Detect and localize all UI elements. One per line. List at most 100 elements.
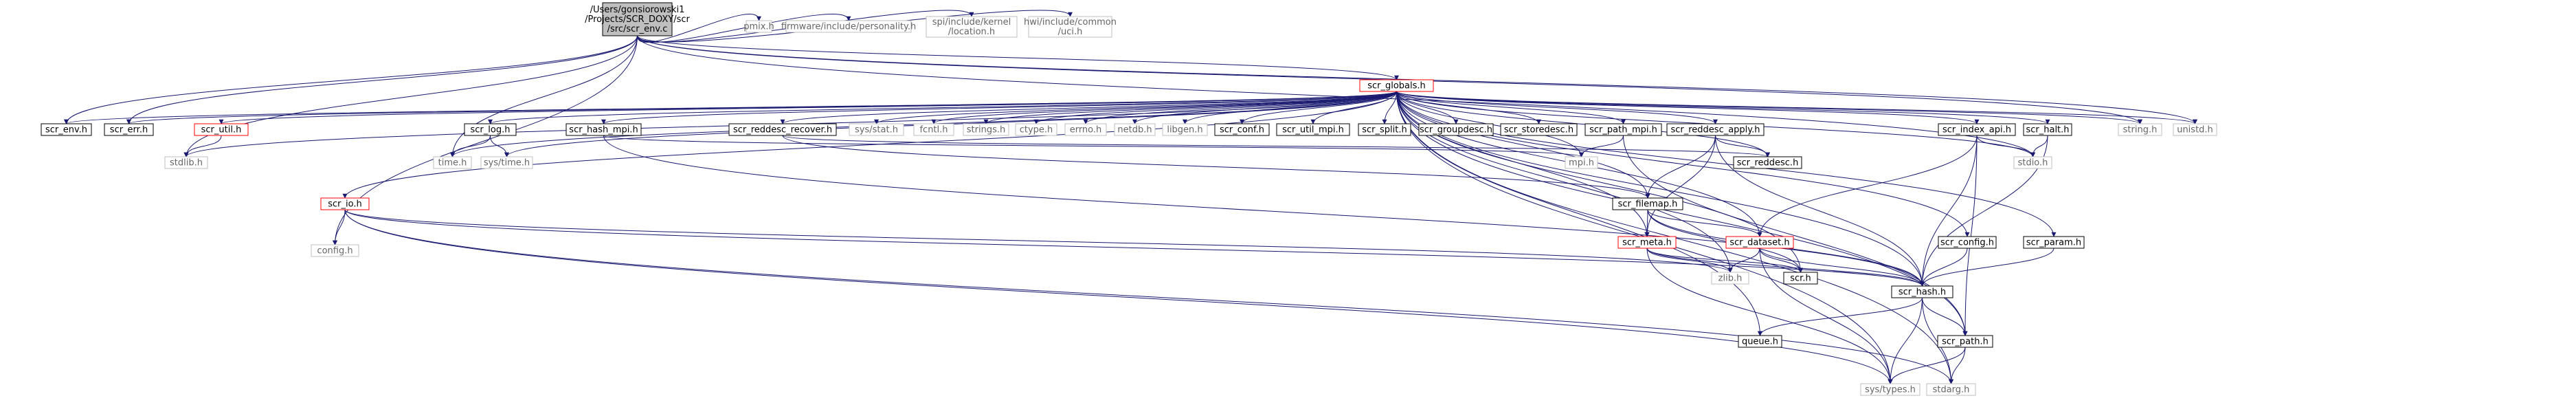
edge-scr_globals-to-scr_reddesc_apply_h [1396, 91, 1718, 124]
edge-scr_globals-to-scr_conf_h [1240, 91, 1397, 124]
node-label: mpi.h [1569, 158, 1594, 168]
node-label: ctype.h [1020, 125, 1053, 135]
node-label: /uci.h [1058, 27, 1083, 37]
edge-scr_index_api_h-to-scr_hash_h [1920, 135, 1978, 287]
node-stdio-h: stdio.h [2013, 156, 2052, 169]
edge-scr_io_h-to-zlib_h [344, 209, 1733, 273]
edge-scr_filemap_h-to-scr_dataset_h [1647, 209, 1762, 237]
node-scr-dataset-h[interactable]: scr_dataset.h [1725, 236, 1794, 249]
edge-scr_hash_mpi_h-to-mpi_h [603, 135, 1584, 157]
node-label: queue.h [1742, 337, 1778, 347]
edge-scr_globals-to-scr_hash_mpi_h [601, 91, 1397, 124]
node-scr-reddesc-apply-h[interactable]: scr_reddesc_apply.h [1666, 123, 1765, 136]
edge-scr_io_h-to-stdarg_h [344, 209, 1953, 384]
edge-scr_io_h-to-scr_hash_h [344, 209, 1925, 287]
node-label: /Projects/SCR_DOXY/scr [585, 14, 690, 25]
edge-scr_dataset_h-to-zlib_h [1727, 248, 1760, 273]
node-label: scr_util_mpi.h [1282, 125, 1344, 135]
node-config-h: config.h [311, 244, 359, 257]
edge-scr_globals-to-scr_util_h [219, 91, 1397, 124]
node-scr-io-h[interactable]: scr_io.h [320, 197, 370, 210]
node-scr-util-h[interactable]: scr_util.h [194, 123, 249, 136]
node-scr-storedesc-h[interactable]: scr_storedesc.h [1500, 123, 1578, 136]
node-errno: errno.h [1064, 123, 1107, 136]
node-time-h: time.h [433, 156, 472, 169]
node-string-h: string.h [2118, 123, 2162, 136]
node-scr-path-h[interactable]: scr_path.h [1937, 335, 1993, 348]
node-scr-hash-mpi-h[interactable]: scr_hash_mpi.h [565, 123, 642, 136]
edge-scr_util_h-to-stdlib_h [183, 135, 222, 157]
edge-scr_log_h-to-time_h [450, 135, 491, 157]
edges-layer [64, 10, 2197, 384]
node-label: scr_hash.h [1899, 287, 1946, 298]
edge-scr_path_h-to-stdarg_h [1949, 347, 1966, 384]
node-label: scr_filemap.h [1618, 199, 1678, 210]
node-label: scr_globals.h [1367, 81, 1426, 91]
node-scr-util-mpi-h[interactable]: scr_util_mpi.h [1276, 123, 1350, 136]
edge-scr_hash_h-to-scr_path_h [1922, 297, 1968, 336]
edge-scr_globals-to-scr_config_h [1396, 91, 1970, 237]
node-scr-conf-h[interactable]: scr_conf.h [1214, 123, 1270, 136]
node-label: scr_hash_mpi.h [569, 125, 638, 135]
node-label: errno.h [1070, 125, 1102, 135]
node-label: scr_conf.h [1220, 125, 1264, 135]
edge-scr_filemap_h-to-scr_meta_h [1644, 209, 1650, 237]
node-label: scr_split.h [1362, 125, 1407, 135]
node-scr-reddesc-h[interactable]: scr_reddesc.h [1733, 156, 1802, 169]
node-queue-h[interactable]: queue.h [1738, 335, 1782, 348]
node-scr-param-h[interactable]: scr_param.h [2023, 236, 2085, 249]
node-scr-filemap-h[interactable]: scr_filemap.h [1612, 197, 1683, 210]
node-scr-err-h[interactable]: scr_err.h [104, 123, 154, 136]
node-scr-config-h[interactable]: scr_config.h [1938, 236, 1997, 249]
node-scr-reddesc-recover-h[interactable]: scr_reddesc_recover.h [728, 123, 837, 136]
node-ctype: ctype.h [1015, 123, 1057, 136]
node-libgen: libgen.h [1162, 123, 1208, 136]
edge-scr_reddesc_recover_h-to-scr_reddesc_h [782, 135, 1770, 157]
node-unistd-h: unistd.h [2173, 123, 2217, 136]
edge-scr_hash_h-to-sys_types [1888, 297, 1923, 384]
node-hwi-uci: hwi/include/common/uci.h [1024, 16, 1117, 38]
node-label: sys/stat.h [855, 125, 898, 135]
node-stdlib-h: stdlib.h [164, 156, 208, 169]
edge-scr_dataset_h-to-sys_types [1759, 248, 1893, 384]
node-label: /src/scr_env.c [607, 24, 668, 34]
node-label: strings.h [967, 125, 1005, 135]
node-label: scr_path.h [1942, 337, 1989, 347]
edge-scr_globals-to-scr_param_h [1396, 91, 2057, 237]
edge-scr_dataset_h-to-scr_h [1759, 248, 1803, 273]
node-label: string.h [2123, 125, 2158, 135]
edge-scr_globals-to-scr_reddesc_recover_h [780, 91, 1397, 124]
node-label: /Users/gonsiorowski1 [590, 5, 685, 15]
edge-scr_io_h-to-config_h [333, 209, 346, 245]
node-scr-globals[interactable]: scr_globals.h [1359, 79, 1434, 92]
edge-scr_reddesc_apply_h-to-scr_filemap_h [1645, 135, 1716, 199]
node-label: zlib.h [1718, 274, 1743, 284]
edge-root-to-stdlib_h [183, 35, 638, 157]
edge-scr_meta_h-to-zlib_h [1646, 248, 1733, 273]
node-scr-index-api-h[interactable]: scr_index_api.h [1938, 123, 2016, 136]
edge-scr_dataset_h-to-scr_hash_h [1759, 248, 1925, 287]
edge-root-to-scr_globals [637, 35, 1399, 80]
node-mpi-h: mpi.h [1565, 156, 1598, 169]
node-label: scr_reddesc_recover.h [733, 125, 832, 135]
edge-scr_reddesc_apply_h-to-scr_meta_h [1644, 135, 1716, 237]
node-label: firmware/include/personality.h [781, 22, 917, 32]
node-root[interactable]: /Users/gonsiorowski1/Projects/SCR_DOXY/s… [585, 2, 691, 36]
edge-scr_reddesc_apply_h-to-scr_reddesc_h [1715, 135, 1770, 157]
node-scr-groupdesc-h[interactable]: scr_groupdesc.h [1418, 123, 1494, 136]
node-scr-split-h[interactable]: scr_split.h [1358, 123, 1411, 136]
node-scr-hash-h[interactable]: scr_hash.h [1891, 285, 1953, 298]
edge-scr_globals-to-unistd_h [1396, 91, 2197, 124]
node-scr-env-h[interactable]: scr_env.h [41, 123, 92, 136]
node-label: unistd.h [2177, 125, 2213, 135]
edge-scr_globals-to-scr_err_h [126, 91, 1397, 124]
node-strings: strings.h [963, 123, 1009, 136]
node-scr-h[interactable]: scr.h [1783, 272, 1818, 285]
node-label: scr_reddesc_apply.h [1670, 125, 1760, 135]
node-scr-path-mpi-h[interactable]: scr_path_mpi.h [1584, 123, 1662, 136]
node-scr-log-h[interactable]: scr_log.h [464, 123, 517, 136]
edge-scr_globals-to-scr_halt_h [1396, 91, 2050, 124]
node-label: scr_groupdesc.h [1420, 125, 1492, 135]
node-scr-halt-h[interactable]: scr_halt.h [2023, 123, 2072, 136]
node-scr-meta-h[interactable]: scr_meta.h [1617, 236, 1677, 249]
